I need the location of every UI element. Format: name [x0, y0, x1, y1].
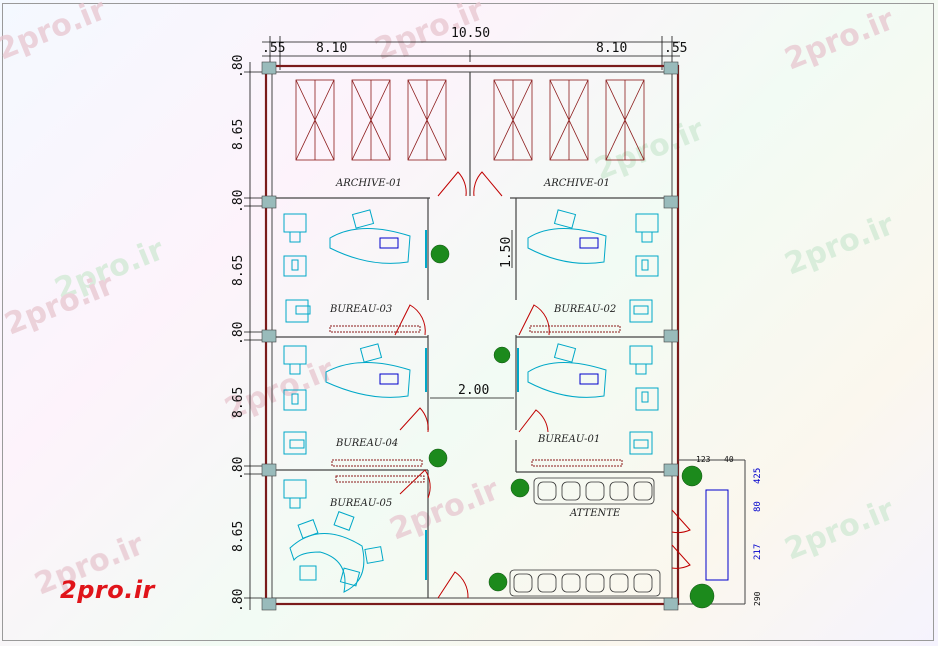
plants — [428, 244, 715, 609]
watermark-text: 2pro.ir — [385, 472, 504, 547]
doors — [394, 171, 691, 599]
dim-left-label: .80 — [231, 589, 246, 612]
dim-annex-label: 80 — [753, 501, 763, 512]
room-label-bureau-02: BUREAU-02 — [553, 304, 616, 315]
watermark-text: 2pro.ir — [590, 112, 709, 187]
annex-dimensions: 123 40 425 80 217 290 — [696, 455, 763, 606]
plant-icon — [689, 583, 715, 609]
left-dim-labels: .80 8.65 .80 8.65 .80 8.65 .80 8.65 .80 — [231, 55, 246, 612]
dim-left-label: 8.65 — [231, 255, 246, 286]
dim-annex-label: 290 — [753, 591, 762, 606]
dim-annex-label: 425 — [753, 468, 763, 484]
room-label-bureau-01: BUREAU-01 — [537, 434, 600, 445]
brand-logo: 2pro.ir — [60, 576, 155, 604]
dim-left-label: 8.65 — [231, 387, 246, 418]
dim-left-label: 8.65 — [231, 119, 246, 150]
dim-left-label: .80 — [231, 190, 246, 213]
columns — [261, 61, 679, 611]
left-dimensions — [244, 62, 262, 610]
plant-icon — [493, 346, 511, 364]
watermarks: 2pro.ir 2pro.ir 2pro.ir 2pro.ir 2pro.ir … — [0, 0, 899, 602]
plant-icon — [430, 244, 450, 264]
room-label-bureau-03: BUREAU-03 — [329, 304, 392, 315]
office-furniture — [283, 209, 659, 593]
dim-left-label: .80 — [231, 457, 246, 480]
dim-left-label: 8.65 — [231, 521, 246, 552]
dim-top-right: 8.10 — [596, 41, 627, 56]
shelf-group-left — [295, 79, 447, 161]
room-label-bureau-05: BUREAU-05 — [329, 498, 392, 509]
dim-top-left: 8.10 — [316, 41, 347, 56]
archive-shelves — [295, 79, 645, 161]
room-label-archive-right: ARCHIVE-01 — [543, 178, 610, 189]
plant-icon — [488, 572, 508, 592]
drawing-frame — [2, 3, 934, 641]
plant-icon — [510, 478, 530, 498]
room-label-attente: ATTENTE — [569, 508, 621, 519]
watermark-text: 2pro.ir — [0, 0, 111, 67]
dim-edge-right: .55 — [664, 41, 687, 56]
plant-icon — [428, 448, 448, 468]
dim-corridor-door: 1.50 — [499, 237, 514, 268]
room-label-bureau-04: BUREAU-04 — [335, 438, 398, 449]
glazing — [425, 230, 519, 580]
watermark-text: 2pro.ir — [780, 492, 899, 567]
dim-annex-label: 217 — [753, 544, 763, 560]
top-dimensions — [262, 36, 680, 70]
waiting-seats — [509, 477, 661, 597]
dim-corridor-width: 2.00 — [458, 383, 489, 398]
dim-left-label: .80 — [231, 55, 246, 78]
watermark-text: 2pro.ir — [780, 2, 899, 77]
plant-icon — [681, 465, 703, 487]
dim-annex-label: 40 — [724, 455, 734, 464]
dim-left-label: .80 — [231, 322, 246, 345]
dim-top-total: 10.50 — [451, 26, 490, 41]
dim-annex-label: 123 — [696, 455, 711, 464]
dim-edge-left: .55 — [262, 41, 285, 56]
corridor-dimensions — [430, 230, 514, 399]
shelf-group-right — [493, 79, 645, 161]
watermark-text: 2pro.ir — [780, 207, 899, 282]
room-label-archive-left: ARCHIVE-01 — [335, 178, 402, 189]
